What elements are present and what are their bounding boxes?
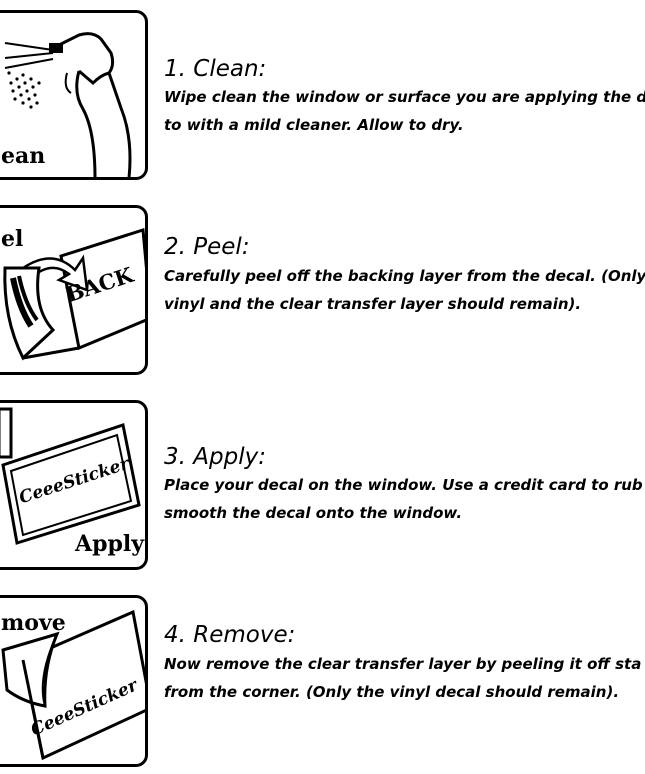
remove-transfer-icon <box>1 609 145 761</box>
step-3-title: 3. Apply: <box>164 444 266 470</box>
apply-decal-icon <box>0 407 141 545</box>
step-4-line-2: from the corner. (Only the vinyl decal s… <box>164 683 620 701</box>
step-4-title: 4. Remove: <box>164 622 296 648</box>
step-1-title: 1. Clean: <box>164 56 267 82</box>
clean-panel-label: ean <box>1 143 46 169</box>
step-3-line-1: Place your decal on the window. Use a cr… <box>164 476 643 494</box>
remove-panel-label: move <box>1 610 66 636</box>
peel-panel-label: el <box>1 226 24 252</box>
step-2-title: 2. Peel: <box>164 234 250 260</box>
step-1-description: Wipe clean the window or surface you are… <box>164 83 645 139</box>
remove-illustration-panel: move CeeeSticker <box>0 595 148 767</box>
step-4-description: Now remove the clear transfer layer by p… <box>164 650 645 706</box>
apply-illustration-panel: CeeeSticker Apply <box>0 400 148 570</box>
step-2-line-2: vinyl and the clear transfer layer shoul… <box>164 295 582 313</box>
step-2-description: Carefully peel off the backing layer fro… <box>164 262 645 318</box>
step-1-line-1: Wipe clean the window or surface you are… <box>164 88 645 106</box>
step-3-line-2: smooth the decal onto the window. <box>164 504 463 522</box>
clean-illustration-panel: ean <box>0 10 148 180</box>
apply-panel-label: Apply <box>75 531 144 557</box>
step-2-line-1: Carefully peel off the backing layer fro… <box>164 267 645 285</box>
spray-bottle-icon <box>4 32 132 177</box>
step-4-line-1: Now remove the clear transfer layer by p… <box>164 655 642 673</box>
peel-backing-icon <box>3 228 145 361</box>
step-3-description: Place your decal on the window. Use a cr… <box>164 471 645 527</box>
step-1-line-2: to with a mild cleaner. Allow to dry. <box>164 116 464 134</box>
peel-illustration-panel: el BACK <box>0 205 148 375</box>
